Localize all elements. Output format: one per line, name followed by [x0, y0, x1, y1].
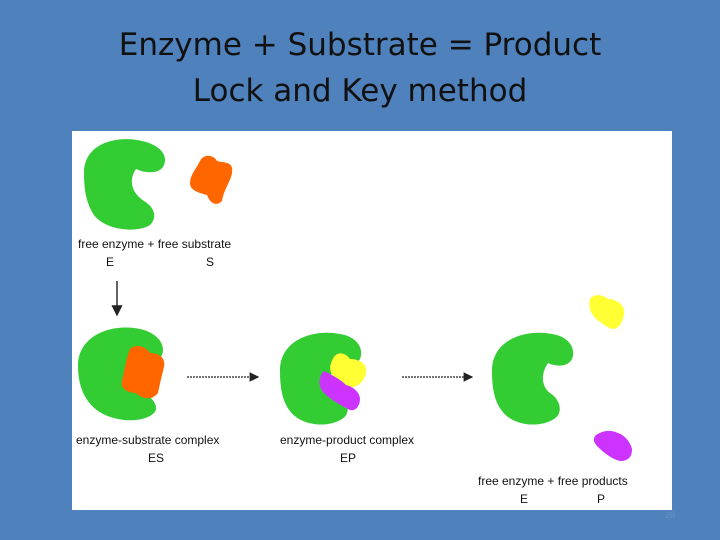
abbr-ep: EP — [340, 451, 357, 465]
diagram-panel: free enzyme + free substrate E S enzyme-… — [72, 131, 672, 510]
product-yellow-free — [589, 295, 625, 329]
product-purple-free — [593, 430, 632, 461]
abbr-e-stage4: E — [520, 492, 529, 506]
abbr-s-stage1: S — [206, 255, 215, 269]
substrate-shape-1 — [190, 155, 233, 204]
label-free-enzyme-free-products: free enzyme + free products — [478, 474, 628, 488]
product-purple-in-enzyme — [319, 371, 360, 411]
abbr-es: ES — [148, 451, 165, 465]
title-line-2: Lock and Key method — [192, 73, 528, 109]
abbr-p-stage4: P — [597, 492, 606, 506]
page-number: 28 — [664, 510, 675, 520]
label-enzyme-product-complex: enzyme-product complex — [280, 433, 415, 447]
slide-title: Enzyme + Substrate = Product Lock and Ke… — [0, 22, 720, 114]
title-line-1: Enzyme + Substrate = Product — [118, 27, 602, 63]
label-enzyme-substrate-complex: enzyme-substrate complex — [76, 433, 220, 447]
substrate-in-enzyme — [121, 346, 165, 399]
label-free-enzyme-free-substrate: free enzyme + free substrate — [78, 237, 232, 251]
diagram-shapes — [78, 139, 632, 461]
enzyme-shape-4 — [492, 332, 574, 425]
abbr-e-stage1: E — [106, 255, 115, 269]
enzyme-shape-1 — [84, 139, 166, 230]
product-yellow-in-enzyme — [330, 353, 367, 388]
